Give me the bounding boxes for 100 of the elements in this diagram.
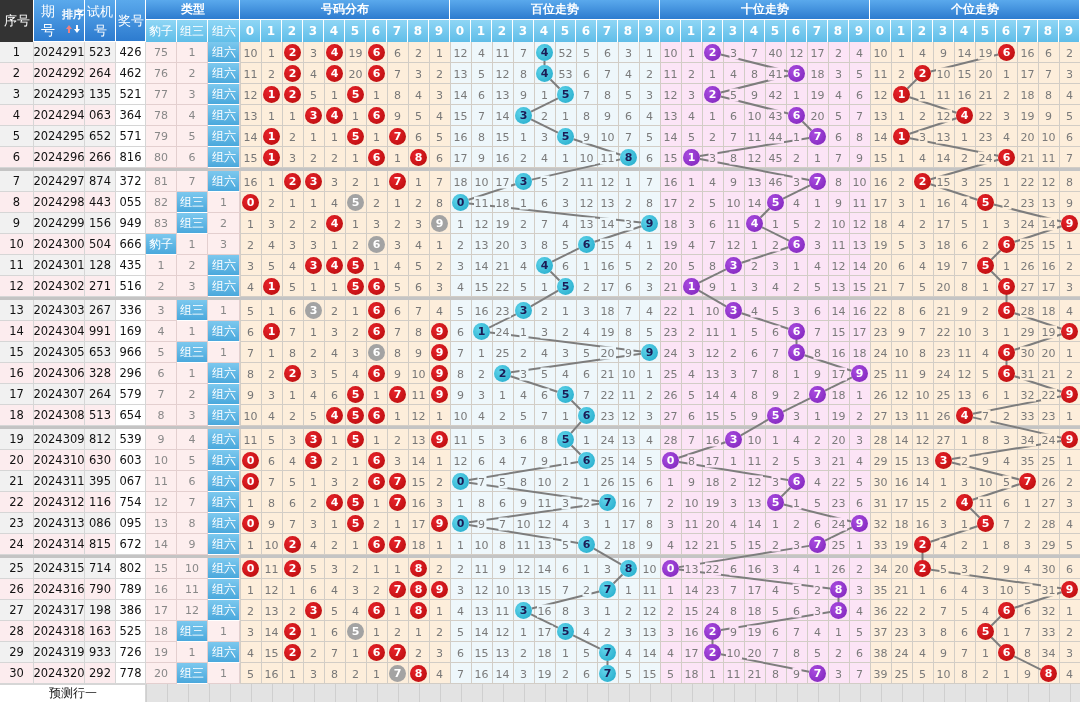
miss-count: 1 [289, 389, 296, 400]
miss-count: 6 [918, 304, 927, 317]
miss-count: 4 [331, 584, 338, 595]
miss-count: 1 [310, 626, 317, 637]
miss-count: 6 [603, 46, 612, 59]
miss-count: 4 [624, 646, 633, 659]
miss-count: 1 [939, 475, 948, 488]
miss-count: 8 [855, 130, 864, 143]
miss-count: 2 [792, 388, 801, 401]
miss-count: 5 [624, 667, 633, 680]
type-tag: 组六 [208, 171, 240, 192]
miss-count: 1 [247, 539, 254, 550]
miss-count: 7 [247, 347, 254, 358]
miss-count: 2 [624, 604, 633, 617]
miss-count: 7 [729, 130, 738, 143]
miss-count: 2 [981, 562, 990, 575]
miss-count: 2 [561, 175, 570, 188]
miss-count: 5 [540, 175, 549, 188]
miss-count: 10 [411, 368, 426, 379]
trend-line [990, 636, 1002, 648]
miss-count: 2 [813, 433, 822, 446]
miss-count: 5 [582, 46, 591, 59]
miss-count: 1 [561, 454, 570, 467]
miss-count: 1 [394, 152, 401, 163]
miss-count: 6 [582, 367, 591, 380]
column-header: 4 [954, 20, 975, 42]
miss-count: 6 [331, 389, 338, 400]
trend-line [551, 247, 580, 263]
miss-count: 1 [792, 88, 801, 101]
draw-number: 516 [116, 276, 146, 297]
miss-count: 80 [146, 147, 177, 168]
column-header: 期号 [34, 0, 61, 42]
trend-line [921, 552, 924, 561]
miss-count: 3 [729, 367, 738, 380]
miss-count: 3 [624, 625, 633, 638]
trend-line [795, 339, 798, 345]
miss-count: 7 [729, 583, 738, 596]
issue-number: 2024315 [34, 558, 85, 579]
miss-count: 6 [177, 147, 208, 168]
miss-count: 8 [498, 538, 507, 551]
miss-count: 3 [561, 196, 570, 209]
test-number: 991 [85, 321, 116, 342]
miss-count: 3 [708, 151, 717, 164]
miss-count: 1 [960, 517, 969, 530]
miss-count: 4 [1023, 562, 1032, 575]
draw-number: 603 [116, 450, 146, 471]
miss-count: 6 [477, 88, 486, 101]
miss-count: 5 [792, 583, 801, 596]
miss-count: 6 [1065, 130, 1074, 143]
miss-count: 6 [146, 363, 177, 384]
miss-count: 11 [264, 563, 279, 574]
type-tag: 组六 [208, 513, 240, 534]
miss-count: 1 [855, 538, 864, 551]
miss-count: 4 [561, 517, 570, 530]
miss-count: 2 [1023, 517, 1032, 530]
row-number: 28 [0, 621, 34, 642]
miss-count: 5 [268, 260, 275, 271]
test-number: 653 [85, 342, 116, 363]
miss-count: 1 [373, 89, 380, 100]
trend-line [1013, 655, 1042, 671]
draw-number: 435 [116, 255, 146, 276]
miss-count: 3 [373, 218, 380, 229]
type-tag: 组三 [177, 192, 208, 213]
miss-count: 7 [561, 583, 570, 596]
column-header: 0 [450, 20, 471, 42]
miss-count: 3 [939, 517, 948, 530]
miss-count: 9 [729, 175, 738, 188]
trend-line [530, 590, 601, 610]
miss-count: 5 [897, 238, 906, 251]
miss-count: 14 [411, 455, 426, 466]
column-header: 序号 [0, 0, 34, 42]
trend-line [929, 183, 979, 201]
miss-count: 5 [436, 131, 443, 142]
miss-count: 7 [708, 238, 717, 251]
miss-count: 5 [645, 454, 654, 467]
miss-count: 6 [813, 517, 822, 530]
miss-count: 1 [373, 389, 380, 400]
miss-count: 1 [813, 196, 822, 209]
miss-count: 3 [1065, 67, 1074, 80]
issue-number: 2024320 [34, 663, 85, 684]
trend-line [1013, 333, 1063, 351]
miss-count: 7 [582, 88, 591, 101]
draw-number: 521 [116, 84, 146, 105]
miss-count: 2 [177, 63, 208, 84]
miss-count: 15 [264, 647, 279, 658]
miss-count: 6 [981, 388, 990, 401]
type-tag: 组六 [208, 42, 240, 63]
miss-count: 5 [918, 280, 927, 293]
miss-count: 2 [771, 238, 780, 251]
type-tag: 组六 [208, 534, 240, 555]
trend-line [677, 568, 832, 590]
miss-count: 7 [855, 109, 864, 122]
miss-count: 1 [1065, 346, 1074, 359]
miss-count: 2 [624, 196, 633, 209]
trend-line [488, 331, 643, 353]
miss-count: 8 [939, 625, 948, 638]
trend-line [824, 376, 853, 392]
trend-line [990, 270, 1002, 282]
miss-count: 4 [918, 259, 927, 272]
trend-line [593, 225, 643, 243]
